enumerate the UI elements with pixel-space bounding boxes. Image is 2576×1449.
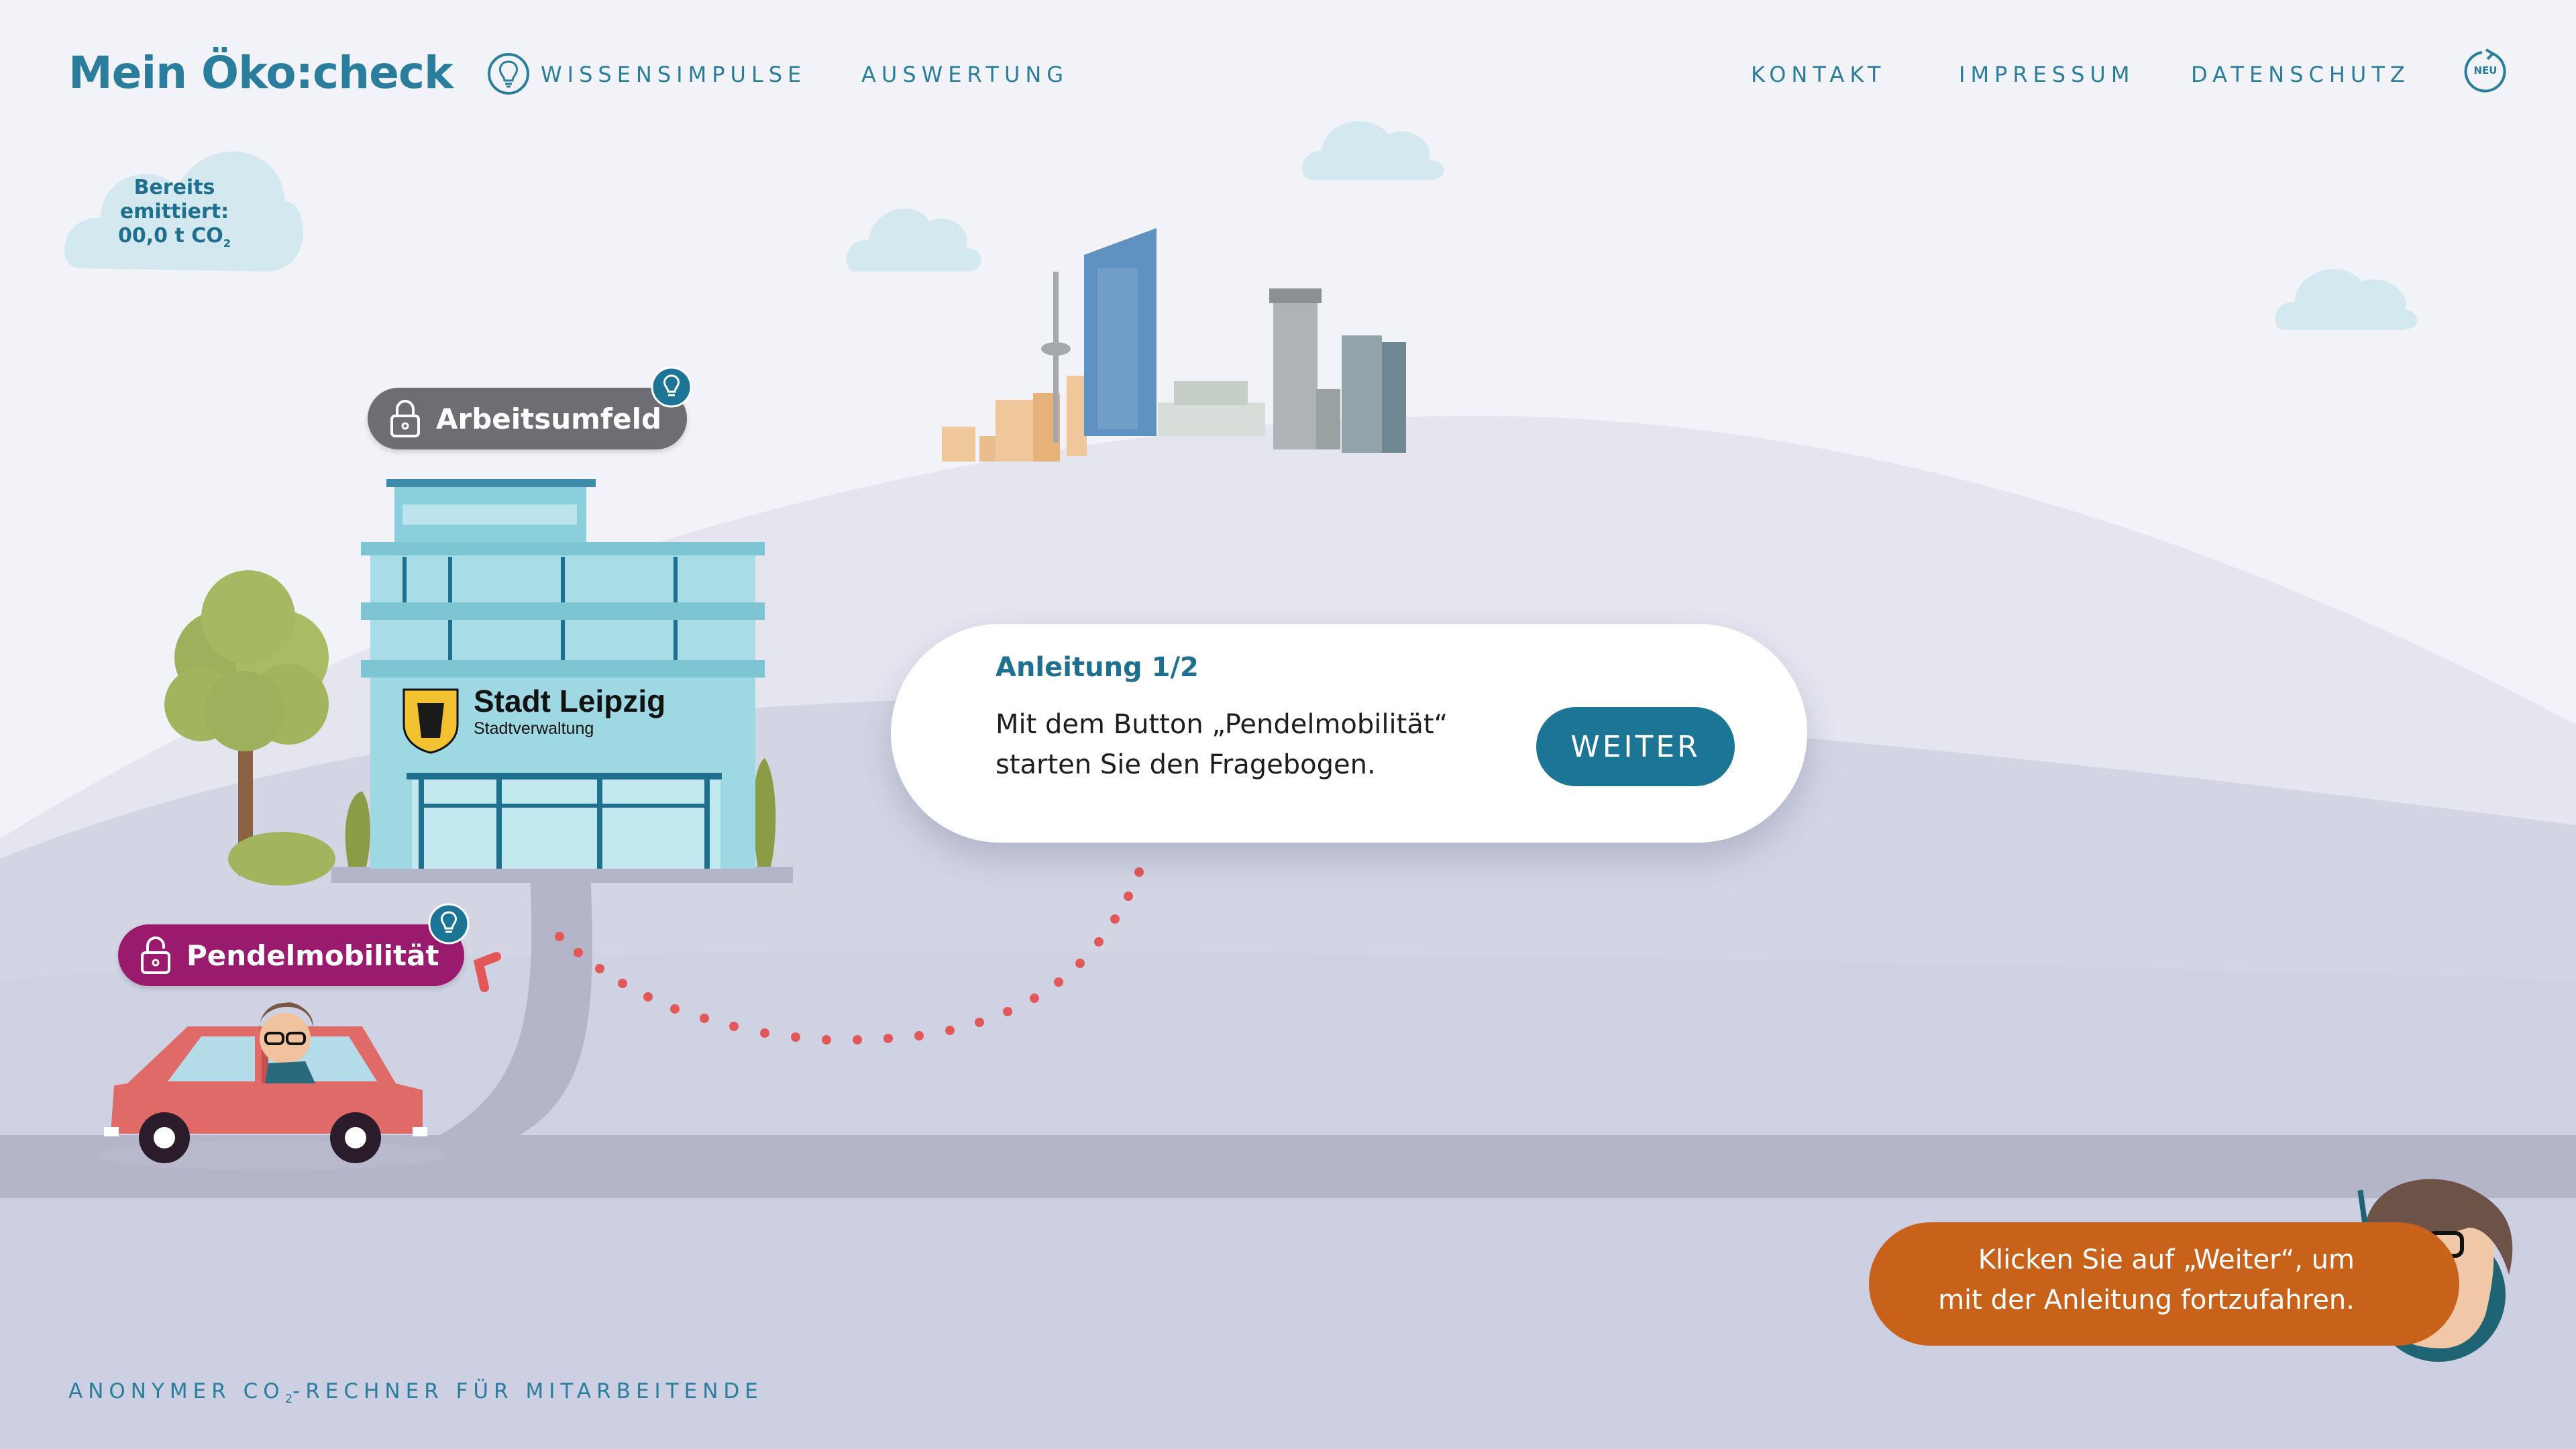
tree xyxy=(164,570,776,885)
arbeitsumfeld-label: Arbeitsumfeld xyxy=(436,402,662,435)
footer-tagline: ANONYMER CO2-RECHNER FÜR MITARBEITENDE xyxy=(68,1379,763,1407)
hint-text: Klicken Sie auf „Weiter“, um mit der Anl… xyxy=(1878,1240,2355,1320)
hint-bubble xyxy=(1869,1222,2459,1346)
nav-kontakt[interactable]: KONTAKT xyxy=(1751,62,1886,87)
driveway xyxy=(429,872,592,1140)
pendelmobilitaet-button[interactable]: Pendelmobilität xyxy=(118,924,465,986)
lock-icon xyxy=(390,400,420,437)
restart-button[interactable]: NEU xyxy=(2462,48,2509,95)
bulb-icon[interactable] xyxy=(651,366,692,408)
office-building xyxy=(331,479,793,883)
hint-line2: mit der Anleitung fortzufahren. xyxy=(1938,1285,2355,1316)
nav-impressum[interactable]: IMPRESSUM xyxy=(1959,62,2135,87)
refresh-icon xyxy=(2464,48,2506,93)
nav-auswertung[interactable]: AUSWERTUNG xyxy=(861,62,1069,87)
instruction-line1: Mit dem Button „Pendelmobilität“ xyxy=(996,709,1448,740)
car xyxy=(97,1002,446,1170)
arrow-head-icon xyxy=(473,952,501,992)
app-logo[interactable]: Mein Öko:check xyxy=(68,47,453,99)
lock-icon xyxy=(141,936,170,974)
hint-line1: Klicken Sie auf „Weiter“, um xyxy=(1978,1244,2355,1275)
arbeitsumfeld-button[interactable]: Arbeitsumfeld xyxy=(368,388,688,449)
nav-wissensimpulse[interactable]: WISSENSIMPULSE xyxy=(541,62,807,87)
emission-line1: Bereits xyxy=(133,176,215,199)
emission-counter: Bereits emittiert: 00,0 t CO2 xyxy=(94,176,255,256)
neu-label: NEU xyxy=(2473,64,2498,76)
weiter-button[interactable]: WEITER xyxy=(1536,707,1735,786)
road xyxy=(0,1135,2576,1198)
instruction-title: Anleitung 1/2 xyxy=(996,652,1199,683)
building-sign-title: Stadt Leipzig xyxy=(474,684,666,718)
emission-line2: emittiert: xyxy=(119,200,229,223)
city-skyline xyxy=(942,228,1406,462)
dotted-path xyxy=(555,867,1144,1044)
nav-datenschutz[interactable]: DATENSCHUTZ xyxy=(2191,62,2410,87)
instruction-line2: starten Sie den Fragebogen. xyxy=(996,749,1376,780)
bulb-icon[interactable] xyxy=(428,903,470,945)
building-sign-subtitle: Stadtverwaltung xyxy=(474,719,594,738)
cloud-icon xyxy=(64,121,2418,330)
instruction-text: Mit dem Button „Pendelmobilität“ starten… xyxy=(996,704,1505,785)
emission-value: 00,0 t CO2 xyxy=(118,224,231,250)
bulb-icon[interactable] xyxy=(487,52,530,95)
pendelmobilitaet-label: Pendelmobilität xyxy=(186,938,439,972)
